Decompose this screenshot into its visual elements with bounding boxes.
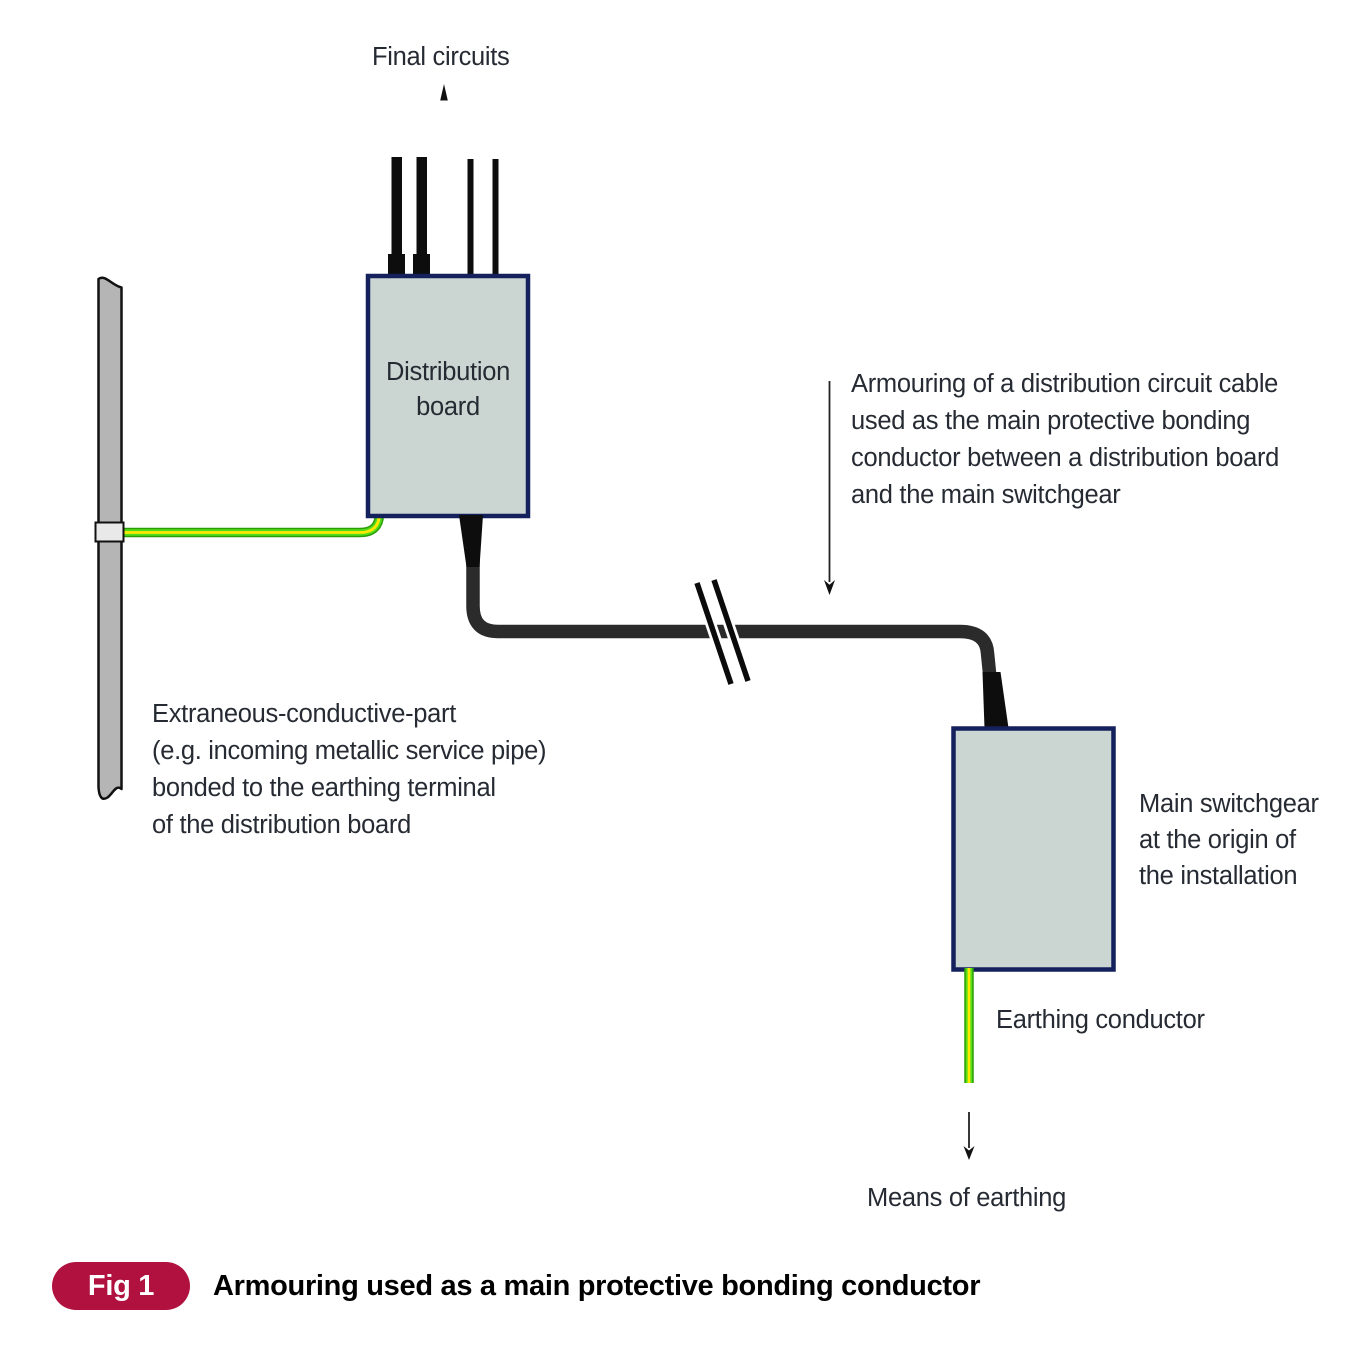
distribution-board-box bbox=[365, 273, 531, 519]
pipe-clamp-icon bbox=[94, 521, 125, 543]
armouring-note: Armouring of a distribution circuit cabl… bbox=[851, 370, 1280, 509]
earthing-conductor-label: Earthing conductor bbox=[996, 1006, 1205, 1034]
cable-break-marks-icon bbox=[691, 578, 754, 686]
final-circuits-label: Final circuits bbox=[372, 43, 510, 71]
bonding-conductor-wire bbox=[122, 510, 385, 538]
main-switchgear-box bbox=[951, 726, 1116, 972]
cable-gland-bottom-icon bbox=[982, 672, 1009, 728]
extraneous-part-note: Extraneous-conductive-part (e.g. incomin… bbox=[152, 700, 547, 839]
final-circuits-arrow-icon bbox=[440, 84, 448, 101]
armouring-pointer-arrow bbox=[824, 381, 835, 595]
fig-number-badge: Fig 1 bbox=[52, 1262, 190, 1310]
cable-gland-top-icon bbox=[459, 515, 483, 567]
means-of-earthing-label: Means of earthing bbox=[867, 1184, 1067, 1212]
figure-caption: Fig 1 Armouring used as a main protectiv… bbox=[52, 1262, 980, 1310]
figure-title: Armouring used as a main protective bond… bbox=[213, 1269, 981, 1302]
final-circuit-cables bbox=[388, 157, 499, 278]
main-switchgear-label: Main switchgear at the origin of the ins… bbox=[1139, 790, 1319, 890]
means-of-earthing-arrow bbox=[963, 1112, 975, 1160]
distribution-board-label: Distribution board bbox=[386, 358, 510, 421]
